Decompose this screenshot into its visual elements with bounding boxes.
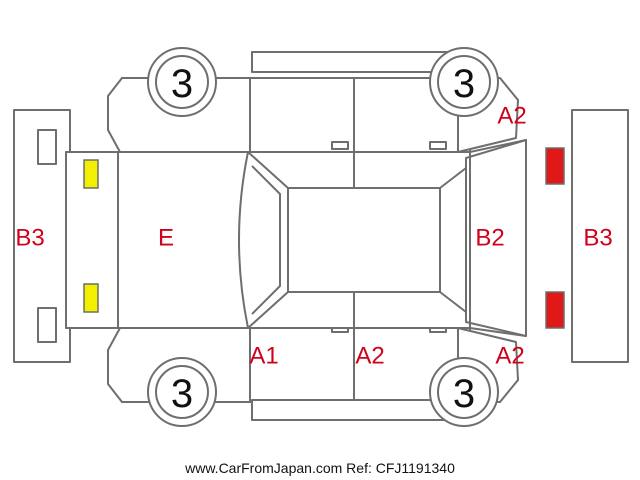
tire-rear-right: 3: [429, 47, 499, 117]
damage-code-left-rear-fender: A2: [495, 343, 524, 370]
tire-grade: 3: [453, 372, 475, 416]
damage-code-front-bumper: B3: [15, 225, 44, 252]
tire-grade: 3: [171, 372, 193, 416]
damage-code-right-rear-fender: A2: [497, 103, 526, 130]
damage-code-left-rear-door: A2: [355, 343, 384, 370]
rear-bumper: [571, 109, 629, 363]
front-right-lamp: [83, 283, 99, 313]
car-top-view: [65, 139, 527, 337]
front-bumper: [13, 109, 71, 363]
tire-front-right: 3: [147, 47, 217, 117]
rear-right-lamp: [545, 291, 565, 329]
reference-footer: www.CarFromJapan.com Ref: CFJ1191340: [184, 460, 455, 476]
tire-grade: 3: [171, 62, 193, 106]
damage-code-trunk: B2: [475, 225, 504, 252]
front-left-lamp: [83, 159, 99, 189]
damage-code-left-front-door: A1: [249, 343, 278, 370]
damage-code-hood: E: [158, 225, 174, 252]
damage-code-rear-bumper: B3: [583, 225, 612, 252]
tire-rear-left: 3: [429, 357, 499, 427]
tire-front-left: 3: [147, 357, 217, 427]
rear-left-lamp: [545, 147, 565, 185]
tire-grade: 3: [453, 62, 475, 106]
